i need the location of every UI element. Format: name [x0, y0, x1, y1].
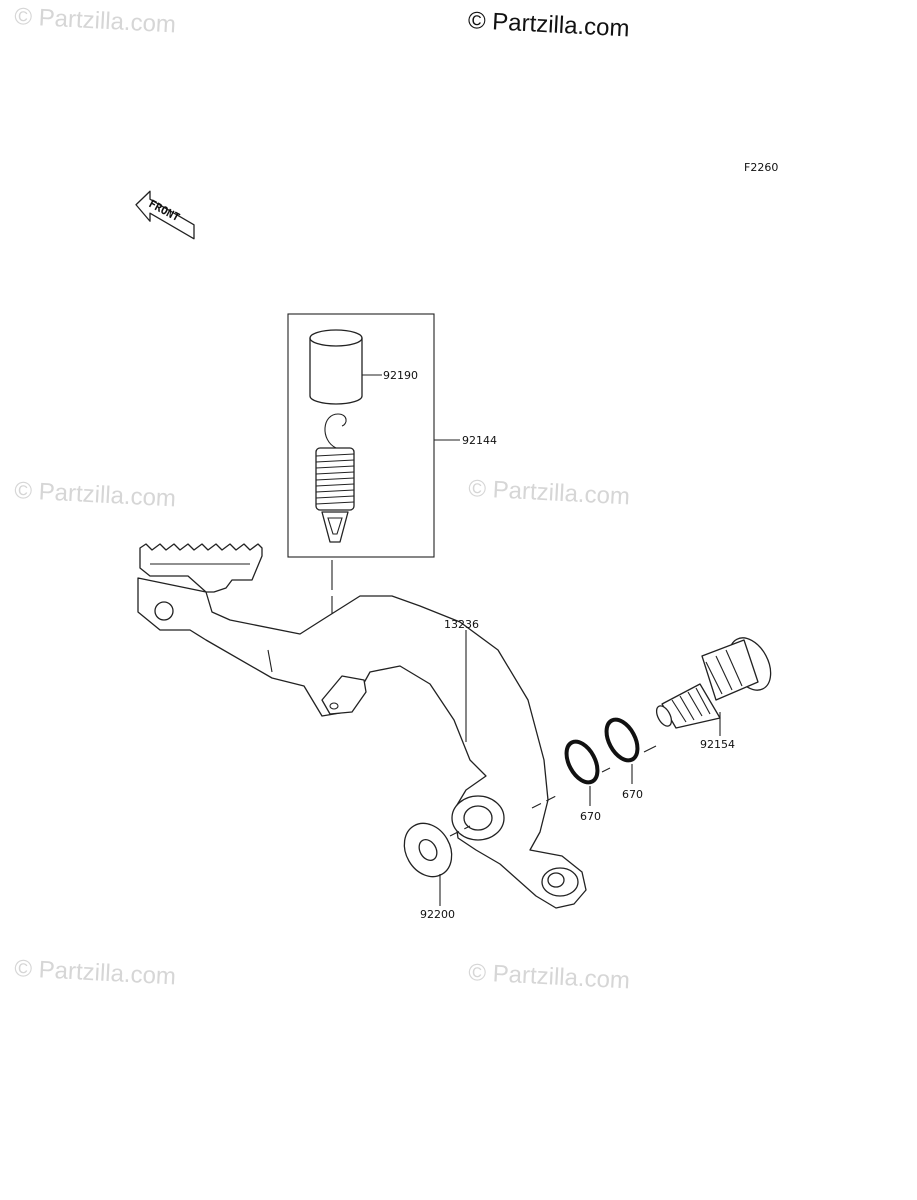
o-ring-right-part — [604, 717, 640, 763]
label-13236: 13236 — [444, 618, 479, 631]
figure-code: F2260 — [744, 161, 778, 174]
spring-kit-box — [287, 313, 435, 558]
watermark-faint: © Partzilla.com — [468, 959, 631, 994]
label-92190: 92190 — [383, 369, 418, 382]
watermark-faint: © Partzilla.com — [468, 475, 631, 510]
watermark-faint: © Partzilla.com — [14, 477, 177, 512]
label-92154: 92154 — [700, 738, 735, 751]
washer-part — [403, 822, 453, 878]
watermark-top: © Partzilla.com — [467, 7, 630, 42]
o-ring-left-part — [564, 739, 600, 785]
front-arrow-icon: FRONT — [135, 190, 195, 240]
label-670-left: 670 — [580, 810, 601, 823]
brake-pedal-part — [137, 543, 587, 909]
label-92144: 92144 — [462, 434, 497, 447]
watermark-faint: © Partzilla.com — [14, 3, 177, 38]
pivot-shaft-part — [655, 637, 772, 729]
label-92200: 92200 — [420, 908, 455, 921]
label-670-right: 670 — [622, 788, 643, 801]
spring-part — [315, 413, 355, 543]
watermark-faint: © Partzilla.com — [14, 955, 177, 990]
sleeve-part — [309, 329, 363, 405]
